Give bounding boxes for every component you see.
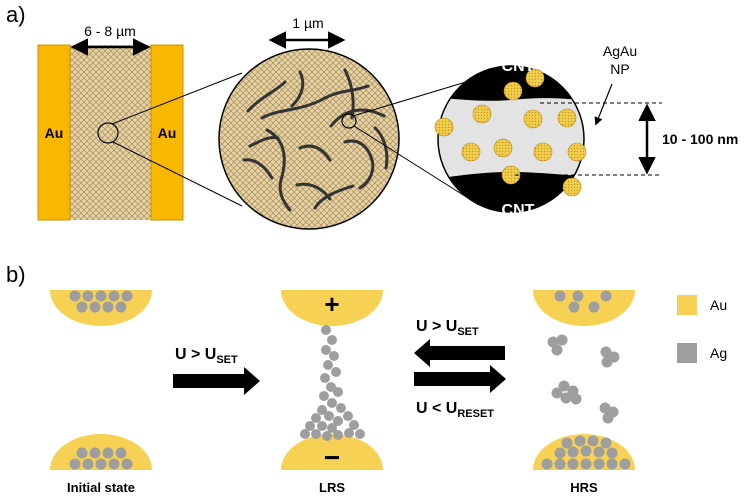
reset-condition-label: U < URESET (416, 400, 494, 420)
hrs-silver-particles (541, 290, 631, 470)
reverse-arrow (414, 339, 505, 367)
zoom-marker-small (97, 122, 119, 144)
hrs-top-electrode (533, 290, 635, 326)
zoom-line (112, 141, 243, 207)
zoom-dimension-label: 1 µm (292, 15, 323, 31)
nanoparticles (434, 68, 587, 197)
electrode-right-label: Au (158, 125, 177, 141)
set-condition-label: U > USET (175, 346, 238, 366)
np-label-line1: AgAu (603, 43, 637, 59)
gap-dimension-label: 6 - 8 µm (84, 23, 136, 39)
cnt-network-zoom (218, 48, 400, 230)
zoom-line (353, 125, 469, 199)
panel-b-label: b) (6, 262, 26, 287)
plus-sign: + (324, 289, 339, 319)
minus-sign: − (324, 442, 340, 473)
initial-silver-particles (69, 290, 133, 470)
gap-range-label: 10 - 100 nm (662, 131, 738, 147)
legend-ag-label: Ag (710, 345, 727, 361)
np-label-line2: NP (610, 61, 629, 77)
forward-arrow (414, 365, 506, 393)
cnt-network-gap (70, 45, 151, 220)
electrode-left-label: Au (45, 125, 64, 141)
state-label-lrs: LRS (319, 480, 345, 495)
set-arrow (173, 367, 260, 395)
legend-au-swatch (677, 295, 697, 315)
zoom-line (111, 72, 243, 125)
legend-ag-swatch (677, 343, 697, 363)
cnt-top-label: CNT (502, 58, 535, 75)
panel-a-label: a) (6, 2, 26, 27)
np-pointer (594, 83, 613, 126)
zoom-line (352, 81, 467, 117)
zoom-marker-medium (341, 113, 357, 129)
legend-au-label: Au (710, 297, 727, 313)
cnt-bottom-label: CNT (502, 202, 535, 219)
lrs-top-electrode (281, 290, 383, 326)
electrode-left (37, 44, 71, 221)
cnt-junction-outline (437, 65, 585, 213)
reset-upper-condition-label: U > USET (416, 318, 479, 338)
state-label-hrs: HRS (570, 480, 598, 495)
lrs-filament (300, 325, 365, 441)
lrs-bottom-electrode (281, 434, 383, 470)
state-label-initial: Initial state (67, 480, 135, 495)
electrode-right (150, 44, 184, 221)
